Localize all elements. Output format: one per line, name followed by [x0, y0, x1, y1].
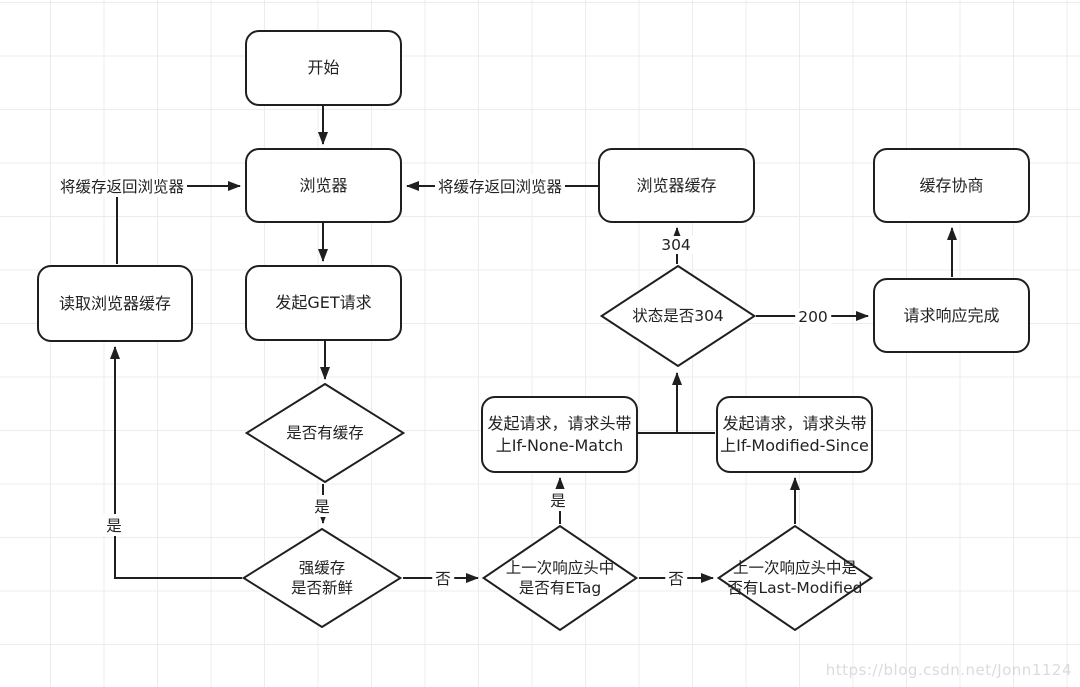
diamond-shape: [600, 265, 756, 367]
line-1: 发起请求，请求头带: [487, 413, 632, 433]
diamond-shape: [482, 525, 638, 631]
line-1: 强缓存: [298, 558, 346, 577]
edge-label-304: 304: [658, 236, 694, 254]
node-browser-cache-label: 浏览器缓存: [636, 175, 717, 195]
node-cache-negotiation: 缓存协商: [873, 148, 1030, 223]
edge-strongcache-readcache: [110, 346, 242, 579]
edge-label-yes-hascache: 是: [311, 495, 333, 517]
node-browser: 浏览器: [245, 148, 402, 223]
node-strong-cache-fresh: 强缓存 是否新鲜: [242, 528, 402, 628]
node-has-last-modified-label: 上一次响应头中是 否有Last-Modified: [727, 558, 862, 598]
node-browser-cache: 浏览器缓存: [598, 148, 755, 223]
node-has-cache: 是否有缓存: [245, 383, 405, 483]
node-has-last-modified: 上一次响应头中是 否有Last-Modified: [717, 525, 873, 631]
edge-label-no-etag: 否: [665, 567, 687, 589]
node-strong-cache-fresh-label: 强缓存 是否新鲜: [291, 558, 353, 598]
node-status-is-304: 状态是否304: [600, 265, 756, 367]
edge-label-200: 200: [795, 308, 831, 326]
node-has-etag: 上一次响应头中 是否有ETag: [482, 525, 638, 631]
node-request-response-complete-label: 请求响应完成: [903, 305, 1000, 325]
node-has-cache-label: 是否有缓存: [286, 423, 364, 442]
node-get-request-label: 发起GET请求: [275, 293, 372, 313]
node-has-etag-label: 上一次响应头中 是否有ETag: [506, 558, 615, 598]
node-request-if-none-match-label: 发起请求，请求头带 上If-None-Match: [487, 413, 631, 456]
node-start-label: 开始: [307, 58, 340, 78]
edge-label-return-cache-left: 将缓存返回浏览器: [56, 175, 188, 197]
watermark: https://blog.csdn.net/Jonn1124: [825, 661, 1072, 679]
node-request-if-modified-since-label: 发起请求，请求头带 上If-Modified-Since: [720, 413, 869, 456]
node-get-request: 发起GET请求: [245, 265, 402, 341]
edge-label-return-cache-right: 将缓存返回浏览器: [434, 175, 566, 197]
diamond-shape: [242, 528, 402, 628]
line-2: 上If-None-Match: [495, 435, 624, 455]
node-read-browser-cache-label: 读取浏览器缓存: [58, 293, 171, 313]
node-browser-label: 浏览器: [299, 175, 348, 195]
diamond-shape: [717, 525, 873, 631]
line-2: 是否有ETag: [518, 579, 602, 597]
line-2: 上If-Modified-Since: [720, 435, 869, 455]
diamond-shape: [245, 383, 405, 483]
edge-label-yes-readcache: 是: [103, 514, 125, 536]
line-2: 是否新鲜: [290, 579, 353, 597]
line-2: 否有Last-Modified: [727, 579, 863, 597]
node-request-if-modified-since: 发起请求，请求头带 上If-Modified-Since: [716, 396, 873, 473]
node-request-response-complete: 请求响应完成: [873, 278, 1030, 353]
node-start: 开始: [245, 30, 402, 106]
line-1: 上一次响应头中是: [732, 558, 857, 577]
line-1: 发起请求，请求头带: [722, 413, 867, 433]
node-read-browser-cache: 读取浏览器缓存: [37, 265, 193, 342]
edge-label-yes-ifnonematch: 是: [547, 489, 569, 511]
edge-label-no-strongcache: 否: [432, 567, 454, 589]
line-1: 上一次响应头中: [505, 558, 615, 577]
node-cache-negotiation-label: 缓存协商: [919, 175, 984, 195]
node-request-if-none-match: 发起请求，请求头带 上If-None-Match: [481, 396, 638, 473]
edge-readcache-browser: [116, 181, 241, 264]
node-status-is-304-label: 状态是否304: [632, 306, 724, 325]
